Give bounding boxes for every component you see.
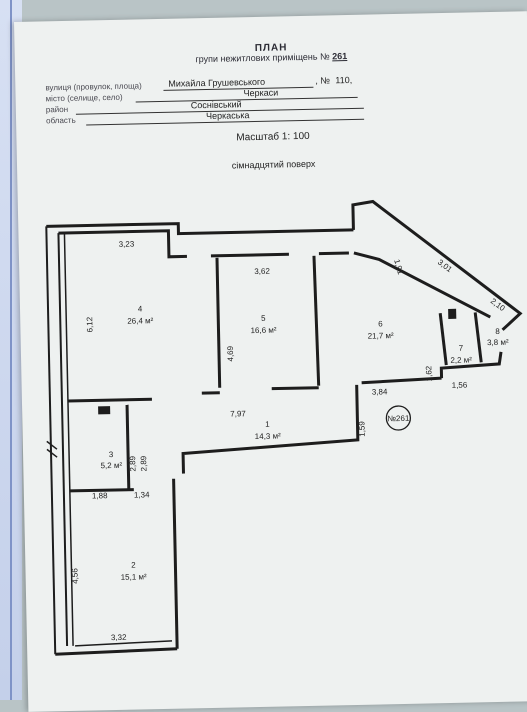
room-number: 7 [459, 344, 464, 353]
room-number: 8 [495, 327, 500, 336]
room-number: 1 [265, 420, 270, 429]
dimension-label: 1,88 [92, 491, 108, 500]
room-area: 3,8 м² [487, 338, 509, 347]
dimension-label: 2,89 [128, 455, 137, 471]
room-area: 15,1 м² [121, 572, 147, 582]
room-area: 14,3 м² [255, 431, 281, 441]
room-area: 16,6 м² [250, 326, 276, 336]
room-number: 3 [109, 450, 114, 459]
dimension-label: 6,12 [85, 316, 94, 332]
dimension-label: 3,62 [254, 267, 270, 276]
room-area: 21,7 м² [368, 331, 394, 341]
document-sheet: ПЛАН групи нежитлових приміщень № 261 ву… [14, 11, 527, 712]
room-area: 26,4 м² [127, 316, 153, 326]
walls [42, 198, 527, 654]
floor-plan: 4 26,4 м² 5 16,6 м² 6 21,7 м² 1 14,3 м² … [14, 11, 527, 712]
stamp-label: №261 [387, 414, 410, 423]
dimension-label: 1,59 [357, 421, 366, 437]
room-number: 5 [261, 314, 266, 323]
dimension-label: 3,32 [111, 633, 127, 642]
dimension-label: 2,10 [489, 296, 507, 313]
shaft-mark [448, 309, 456, 319]
dimension-label: 2,89 [139, 455, 148, 471]
room-number: 6 [378, 319, 383, 328]
folder-line [10, 0, 12, 700]
room-number: 4 [138, 304, 143, 313]
room-area: 5,2 м² [100, 461, 122, 470]
dimension-label: 1,62 [424, 365, 433, 381]
dimension-label: 1,56 [452, 381, 468, 390]
dimension-label: 4,56 [70, 568, 79, 584]
dimension-label: 1,91 [392, 258, 405, 276]
dimension-label: 3,84 [372, 387, 388, 396]
vent-mark [98, 406, 110, 414]
dimension-label: 3,23 [119, 240, 135, 249]
dimension-label: 1,34 [134, 490, 150, 499]
dimension-label: 4,69 [226, 345, 235, 361]
room-number: 2 [131, 561, 136, 570]
dimension-label: 7,97 [230, 409, 246, 418]
room-area: 2,2 м² [450, 355, 472, 364]
